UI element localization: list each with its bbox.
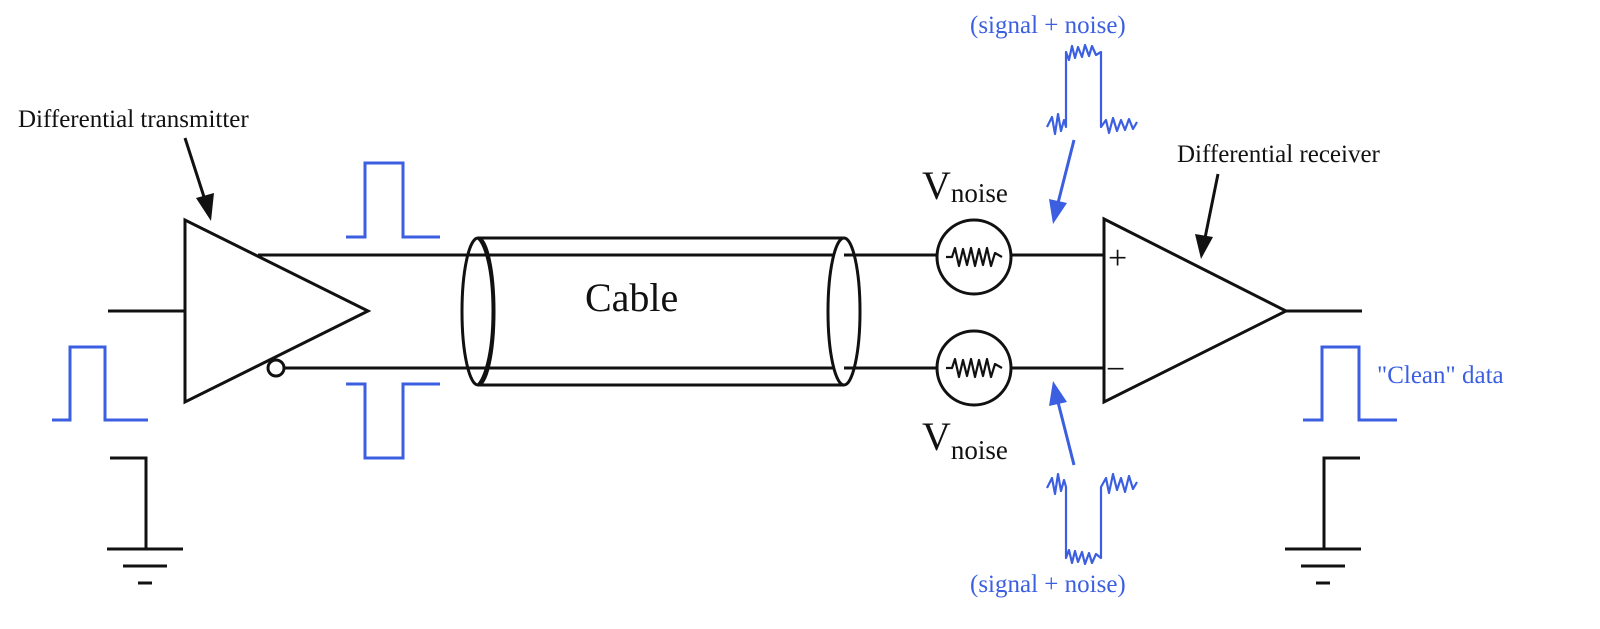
noise-source-top-label-sub: noise	[951, 178, 1008, 208]
transmitter-triangle	[183, 217, 372, 405]
noise-source-bottom	[935, 329, 1013, 407]
cable-shield	[460, 236, 862, 387]
clean-data-pulse	[1303, 345, 1397, 422]
noise-source-bottom-label-sub: noise	[951, 435, 1008, 465]
negative-line-pulse	[346, 382, 440, 460]
transmitter-pointer-arrow	[183, 137, 214, 221]
receiver-label: Differential receiver	[1177, 141, 1381, 168]
receiver-triangle	[1102, 216, 1290, 405]
noise-source-top	[935, 218, 1013, 296]
positive-line-pulse	[346, 161, 440, 239]
signal-noise-top-waveform	[1046, 43, 1138, 136]
receiver-plus-sign: +	[1108, 240, 1127, 277]
transmitter-inverting-bubble	[266, 358, 286, 378]
noise-source-top-label-main: V	[922, 163, 951, 208]
transmitter-label: Differential transmitter	[18, 106, 249, 133]
cable-label: Cable	[585, 275, 678, 320]
noise-source-bottom-label-main: V	[922, 414, 951, 459]
noise-source-top-label: Vnoise	[922, 163, 1008, 208]
signal-noise-top-label: (signal + noise)	[970, 12, 1126, 39]
output-ground-symbol	[1285, 456, 1361, 585]
receiver-pointer-arrow	[1195, 173, 1220, 259]
input-pulse	[52, 345, 148, 422]
signal-noise-bottom-label: (signal + noise)	[970, 571, 1126, 598]
signal-noise-bottom-waveform	[1046, 472, 1138, 566]
signal-noise-top-arrow	[1049, 139, 1076, 224]
receiver-minus-sign: −	[1106, 351, 1125, 388]
clean-data-label: "Clean" data	[1377, 362, 1504, 389]
input-ground-symbol	[107, 456, 183, 585]
noise-source-bottom-label: Vnoise	[922, 414, 1008, 465]
signal-noise-bottom-arrow	[1049, 381, 1076, 466]
